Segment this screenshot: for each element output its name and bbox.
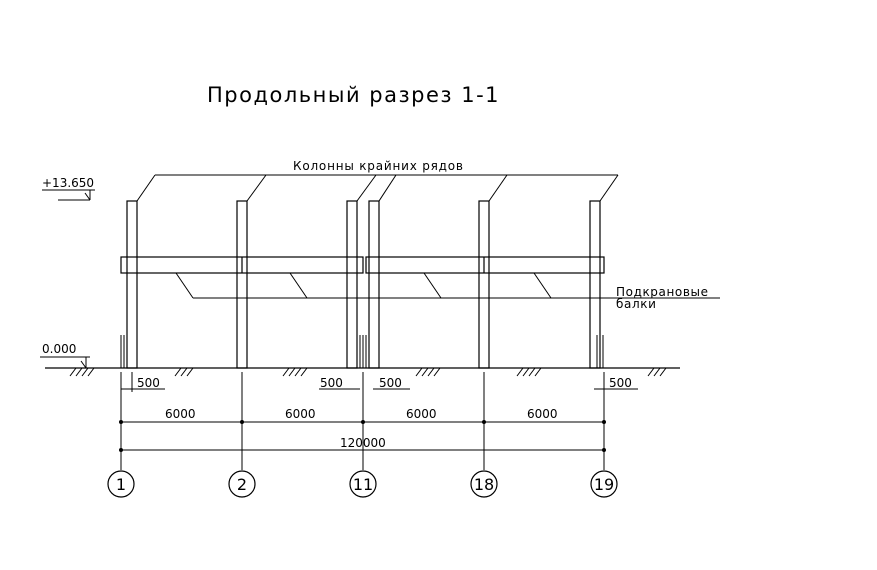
top-level-mark: +13.650	[42, 176, 95, 201]
column	[236, 200, 248, 369]
beams-label-line1: Подкрановые	[616, 285, 709, 299]
column	[346, 200, 358, 369]
axis-label: 18	[474, 475, 494, 494]
columns-label: Колонны крайних рядов	[293, 159, 464, 173]
top-level-value: +13.650	[42, 176, 94, 190]
crane-beams	[120, 256, 605, 274]
crane-beam	[365, 256, 605, 274]
axis-marker: 11	[349, 470, 377, 498]
beams-label-leaders	[175, 272, 720, 299]
columns-label-leaders	[136, 174, 619, 202]
columns	[126, 200, 601, 369]
axis-label: 1	[116, 475, 126, 494]
ground-level-value: 0.000	[42, 342, 76, 356]
axis-label: 2	[237, 475, 247, 494]
column-foundation-lines	[120, 335, 604, 368]
offset-dim-label: 500	[137, 376, 160, 390]
axis-label: 19	[594, 475, 614, 494]
ground-level-mark: 0.000	[40, 342, 90, 369]
span-dim-label: 6000	[527, 407, 558, 421]
axis-marker: 1	[107, 470, 135, 498]
column	[126, 200, 138, 369]
column	[368, 200, 380, 369]
ground-hatching	[69, 367, 667, 377]
offset-dimensions	[121, 372, 638, 392]
section-title: Продольный разрез 1-1	[207, 83, 500, 107]
column	[478, 200, 490, 369]
axis-label: 11	[353, 475, 373, 494]
column	[589, 200, 601, 369]
span-dim-label: 6000	[406, 407, 437, 421]
axis-marker: 18	[470, 470, 498, 498]
axis-marker: 19	[590, 470, 618, 498]
offset-dim-label: 500	[320, 376, 343, 390]
offset-dim-label: 500	[609, 376, 632, 390]
axis-extension-lines	[120, 372, 605, 470]
axis-marker: 2	[228, 470, 256, 498]
span-dim-label: 6000	[285, 407, 316, 421]
span-dim-label: 6000	[165, 407, 196, 421]
beams-label-line2: балки	[616, 297, 656, 311]
offset-dim-label: 500	[379, 376, 402, 390]
